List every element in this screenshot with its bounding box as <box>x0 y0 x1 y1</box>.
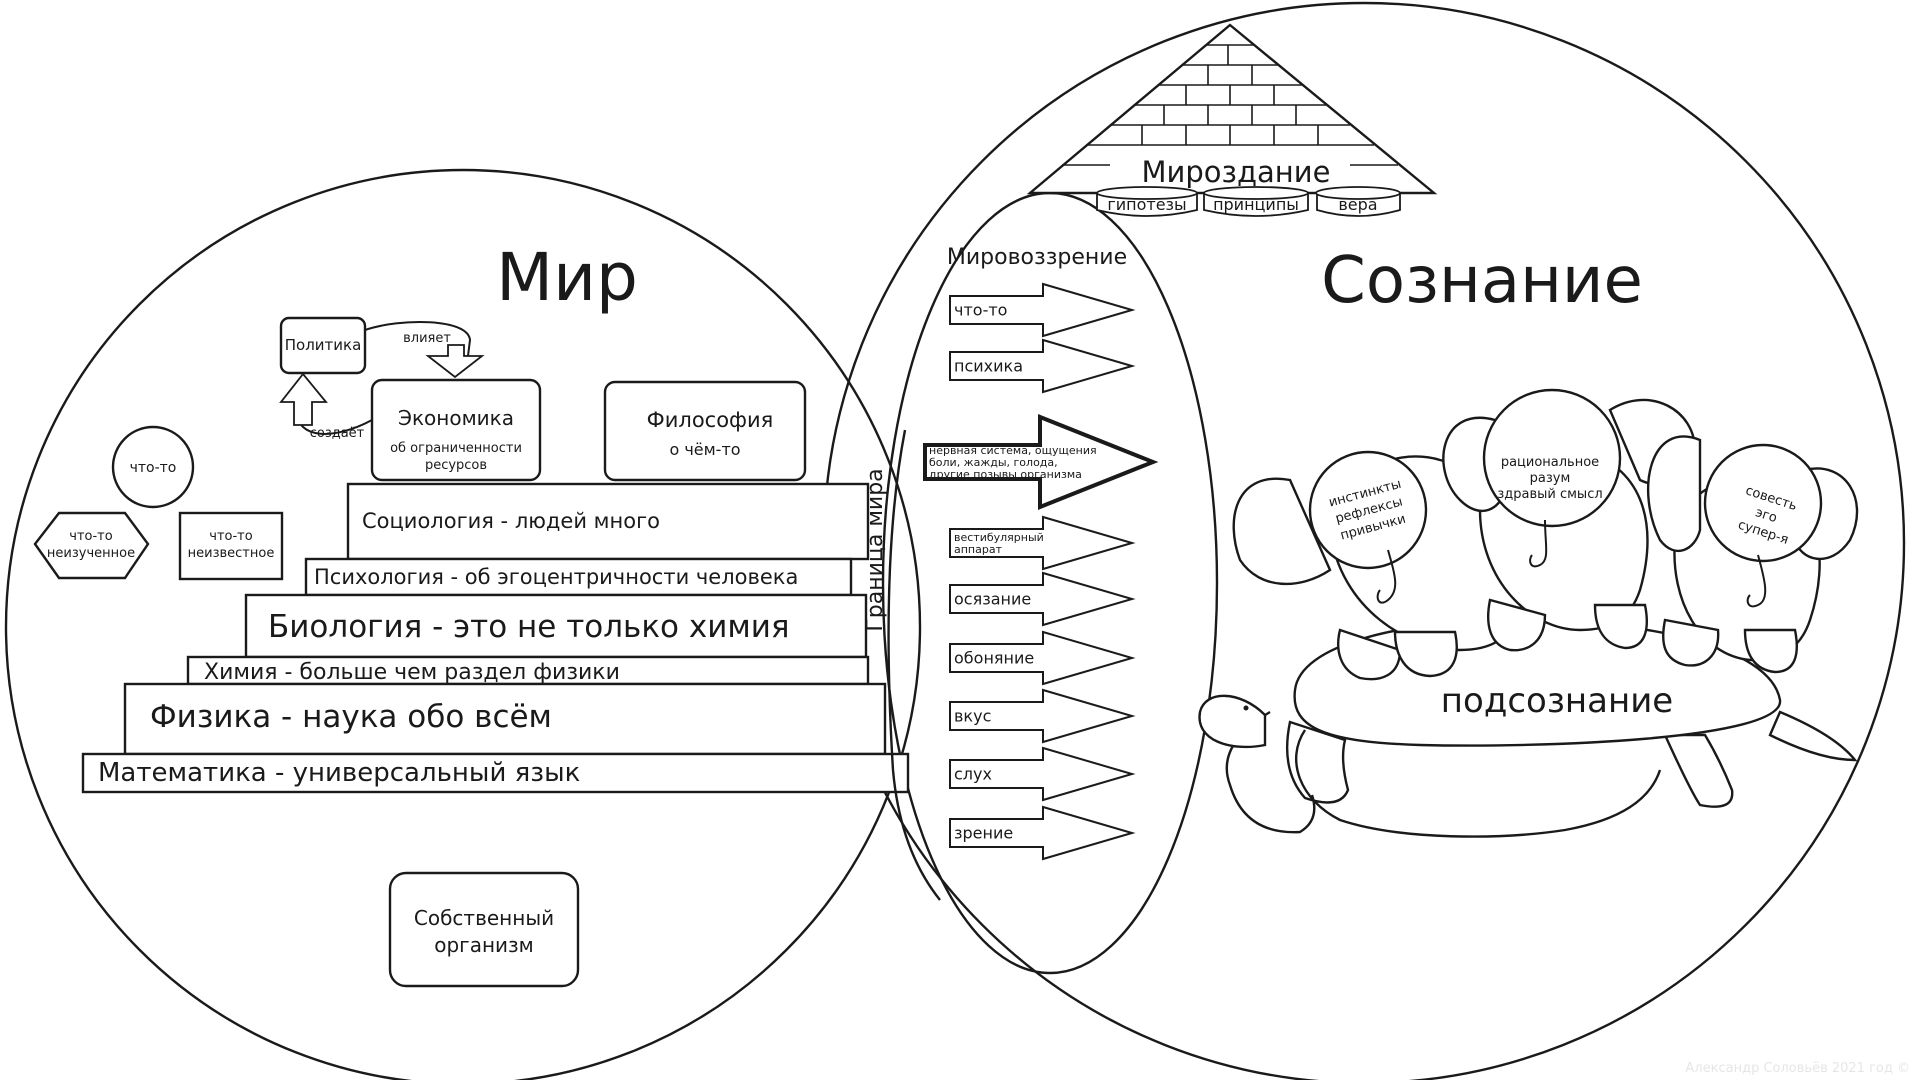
worldview-arrow <box>949 630 1136 686</box>
pillar-faith <box>1315 186 1401 217</box>
physics-step <box>123 682 887 756</box>
unexplored-line2: неизученное <box>47 546 135 561</box>
worldview-arrow-label: другие позывы организма <box>929 468 1082 481</box>
elephant-conscience <box>1647 435 1859 674</box>
worldview-arrow-label: зрение <box>954 824 1013 843</box>
pillar-faith-label: вера <box>1338 195 1377 214</box>
sociology-label: Социология - людей много <box>362 509 660 533</box>
worldview-arrow-label: психика <box>954 357 1023 376</box>
influences-arrow-line <box>364 320 472 357</box>
physics-label: Физика - наука обо всём <box>150 699 552 735</box>
worldview-arrow-label: аппарат <box>954 543 1003 556</box>
economics-title: Экономика <box>398 406 514 430</box>
worldview-arrow-label: нервная система, ощущения <box>929 444 1097 457</box>
worldview-arrow-label: вестибулярный <box>954 531 1044 544</box>
chemistry-label: Химия - больше чем раздел физики <box>204 660 620 685</box>
worldview-title: Мировоззрение <box>947 245 1127 270</box>
worldview-arrow <box>949 746 1136 802</box>
worldview-arrow <box>923 414 1159 510</box>
sociology-step <box>346 482 870 561</box>
economics-box <box>370 378 542 482</box>
politics-box <box>279 316 367 375</box>
universe-pyramid <box>1026 23 1438 195</box>
worldview-arrow-label: слух <box>954 765 992 784</box>
influences-label: влияет <box>403 331 451 346</box>
psychology-label: Психология - об эгоцентричности человека <box>314 565 798 589</box>
worldview-arrow-label: обоняние <box>954 649 1034 668</box>
elephant-rational <box>1442 388 1697 652</box>
elephant-rational-line2: разум <box>1530 471 1571 486</box>
mathematics-label: Математика - универсальный язык <box>98 758 580 788</box>
worldview-arrow <box>949 571 1136 627</box>
worldview-arrows: что-то психика нервная система, ощущениябо… <box>923 282 1159 861</box>
subconscious-label: подсознание <box>1441 681 1673 721</box>
own-body-line2: организм <box>434 933 534 957</box>
economics-sub1: об ограниченности <box>390 441 522 456</box>
unknown-line1: что-то <box>209 529 252 544</box>
worldview-arrow <box>949 515 1136 571</box>
elephant-rational-line3: здравый смысл <box>1497 487 1602 502</box>
influences-arrow-head <box>425 344 485 379</box>
pillar-principles-label: принципы <box>1213 195 1299 214</box>
elephant-instincts <box>1232 450 1531 681</box>
mathematics-step <box>81 752 910 794</box>
boundary-label: Граница мира <box>863 468 888 631</box>
universe-title: Мироздание <box>1142 155 1331 189</box>
pillar-hypotheses <box>1096 186 1198 217</box>
worldview-arrow <box>949 805 1136 861</box>
worldview-arrow-label: что-то <box>954 301 1007 320</box>
biology-step <box>244 593 868 659</box>
world-boundary-edge <box>887 429 941 901</box>
worldview-arrow-label: боли, жажды, голода, <box>929 456 1058 469</box>
worldview-arrow <box>949 688 1136 744</box>
watermark: Александр Соловьёв 2021 год © <box>1685 1061 1910 1076</box>
pillar-principles <box>1203 186 1309 217</box>
something-label: что-то <box>130 460 177 476</box>
elephant-rational-line1: рациональное <box>1501 455 1599 470</box>
unknown-line2: неизвестное <box>188 546 275 561</box>
turtle <box>1198 618 1858 838</box>
philosophy-box <box>603 380 807 482</box>
worldview-arrow-label: осязание <box>954 590 1031 609</box>
unexplored-line1: что-то <box>69 529 112 544</box>
unexplored-hexagon <box>33 511 150 580</box>
own-body-line1: Собственный <box>414 906 554 930</box>
world-title: Мир <box>496 239 638 316</box>
own-body-box <box>388 871 580 988</box>
worldview-arrow <box>949 282 1136 338</box>
pillar-hypotheses-label: гипотезы <box>1107 195 1186 214</box>
philosophy-title: Философия <box>647 408 774 432</box>
politics-label: Политика <box>285 336 362 354</box>
psychology-step <box>304 557 853 597</box>
biology-label: Биология - это не только химия <box>268 609 790 645</box>
worldview-arrow <box>949 338 1136 394</box>
unknown-box <box>178 511 284 581</box>
economics-sub2: ресурсов <box>425 458 487 473</box>
worldview-arrow-label: вкус <box>954 707 991 726</box>
elephant-conscience-line2: эго <box>1753 505 1779 526</box>
consciousness-title: Сознание <box>1321 244 1643 318</box>
philosophy-sub: о чём-то <box>669 440 740 459</box>
creates-label: создаёт <box>310 426 365 441</box>
something-circle <box>111 425 195 509</box>
creates-arrow-head <box>279 372 328 426</box>
